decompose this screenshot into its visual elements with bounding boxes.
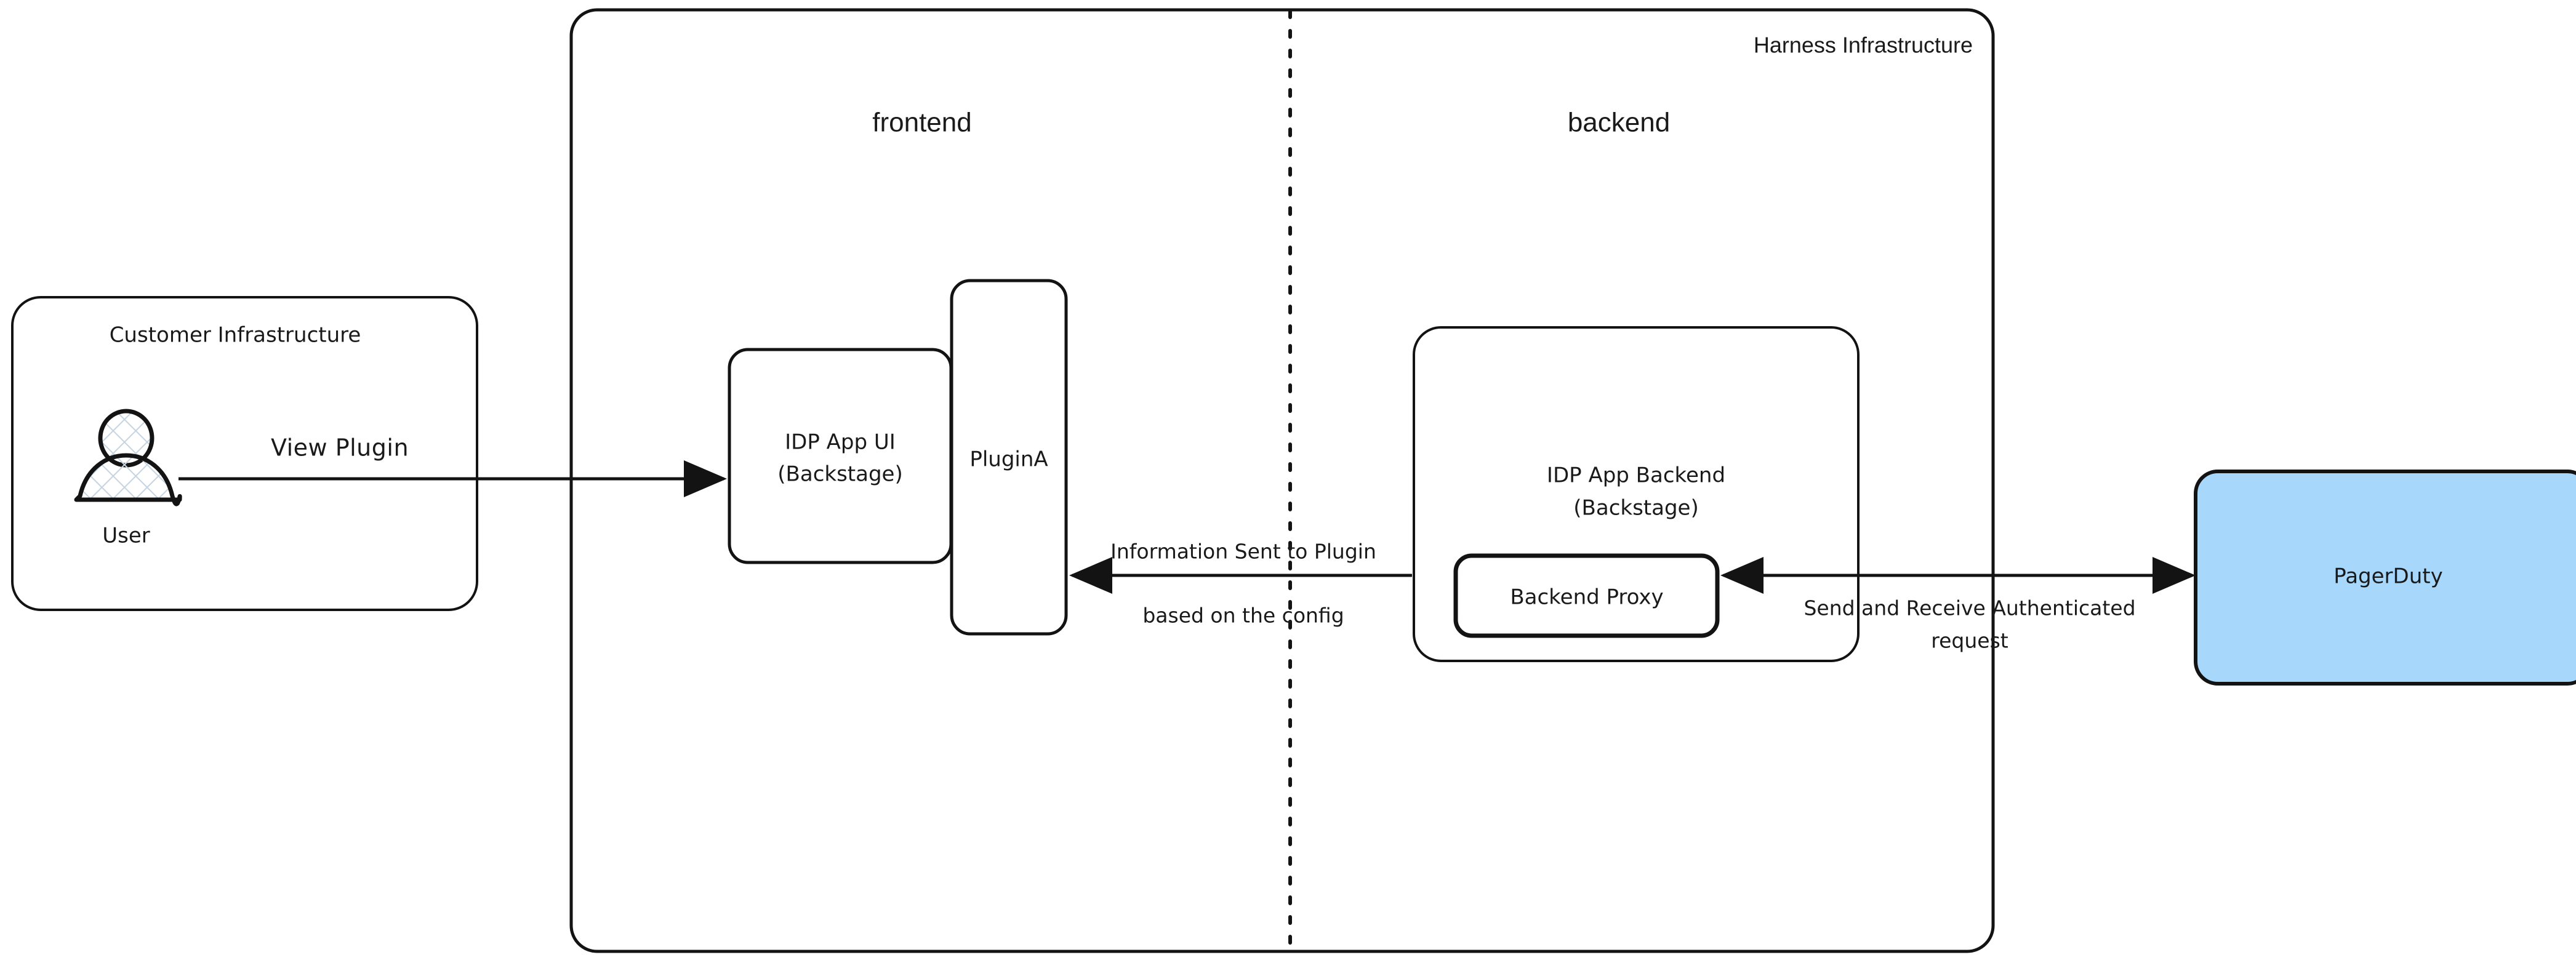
idp-app-backend-label-line2: (Backstage) bbox=[1573, 496, 1698, 521]
edge-authenticated-request: Send and Receive Authenticated request bbox=[1720, 557, 2196, 653]
node-backend-proxy[interactable]: Backend Proxy bbox=[1453, 553, 1720, 638]
node-plugin-a[interactable]: PluginA bbox=[950, 279, 1068, 636]
node-idp-app-backend[interactable]: IDP App Backend (Backstage) Backend Prox… bbox=[1413, 326, 1860, 662]
node-user[interactable]: User bbox=[74, 409, 182, 548]
user-label: User bbox=[102, 524, 150, 548]
idp-app-backend-label-line1: IDP App Backend bbox=[1547, 463, 1725, 488]
customer-infrastructure-label: Customer Infrastructure bbox=[110, 323, 361, 348]
information-sent-label-line1: Information Sent to Plugin bbox=[1110, 540, 1376, 564]
authenticated-request-label-line1: Send and Receive Authenticated bbox=[1804, 596, 2135, 620]
group-customer-infrastructure: Customer Infrastructure bbox=[11, 296, 478, 611]
plugin-a-label: PluginA bbox=[969, 447, 1048, 472]
node-idp-app-ui[interactable]: IDP App UI (Backstage) bbox=[728, 348, 953, 564]
information-sent-label-line2: based on the config bbox=[1142, 604, 1344, 628]
plugin-a-box bbox=[950, 279, 1068, 636]
idp-app-ui-label-line2: (Backstage) bbox=[777, 462, 902, 487]
harness-infrastructure-box bbox=[569, 8, 1995, 953]
backend-proxy-label: Backend Proxy bbox=[1510, 585, 1663, 610]
idp-app-ui-label-line1: IDP App UI bbox=[785, 430, 896, 455]
group-harness-infrastructure: Harness Infrastructure frontend backend bbox=[569, 8, 1995, 953]
backend-label: backend bbox=[1568, 108, 1670, 138]
user-body-icon bbox=[74, 453, 182, 506]
pagerduty-label: PagerDuty bbox=[2333, 564, 2442, 589]
customer-infrastructure-box bbox=[11, 296, 478, 611]
harness-infrastructure-label: Harness Infrastructure bbox=[1754, 33, 1973, 58]
edge-view-plugin: View Plugin bbox=[179, 434, 727, 497]
edge-information-sent-to-plugin: Information Sent to Plugin based on the … bbox=[1069, 540, 1412, 628]
view-plugin-label: View Plugin bbox=[271, 434, 409, 462]
authenticated-request-label-line2: request bbox=[1931, 629, 2008, 653]
backend-proxy-box bbox=[1453, 553, 1720, 638]
pagerduty-box bbox=[2194, 470, 2576, 686]
frontend-label: frontend bbox=[872, 108, 971, 138]
node-pagerduty[interactable]: PagerDuty bbox=[2194, 470, 2576, 686]
idp-app-ui-box bbox=[728, 348, 953, 564]
